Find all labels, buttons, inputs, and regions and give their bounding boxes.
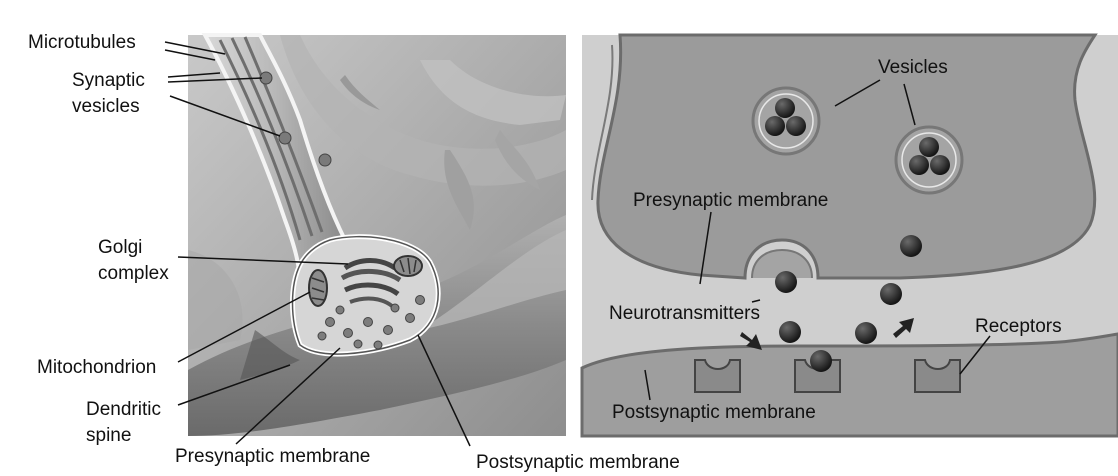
neurotransmitter bbox=[779, 321, 801, 343]
right-panel bbox=[582, 35, 1118, 436]
mitochondrion bbox=[394, 256, 422, 276]
label-dendritic-spine-line1: Dendritic bbox=[86, 399, 161, 421]
label-postsynaptic-membrane-right: Postsynaptic membrane bbox=[612, 402, 816, 424]
vesicle-large bbox=[753, 88, 819, 154]
presynaptic-terminal bbox=[598, 35, 1095, 278]
label-mitochondrion: Mitochondrion bbox=[37, 357, 156, 379]
synaptic-vesicle bbox=[279, 132, 291, 144]
label-golgi-line1: Golgi bbox=[98, 237, 142, 259]
mitochondrion bbox=[309, 270, 327, 306]
neurotransmitter bbox=[855, 322, 877, 344]
neurotransmitter bbox=[775, 271, 797, 293]
label-golgi-line2: complex bbox=[98, 263, 169, 285]
label-postsynaptic-membrane-left: Postsynaptic membrane bbox=[476, 452, 680, 474]
label-presynaptic-membrane-right: Presynaptic membrane bbox=[633, 190, 828, 212]
neurotransmitter bbox=[880, 283, 902, 305]
left-panel bbox=[188, 35, 566, 436]
label-synaptic-vesicles-line1: Synaptic bbox=[72, 70, 145, 92]
label-vesicles: Vesicles bbox=[878, 57, 948, 79]
label-neurotransmitters: Neurotransmitters bbox=[609, 303, 760, 325]
neurotransmitter bbox=[810, 350, 832, 372]
label-presynaptic-membrane-left: Presynaptic membrane bbox=[175, 446, 370, 468]
label-synaptic-vesicles-line2: vesicles bbox=[72, 96, 140, 118]
vesicle-large bbox=[896, 127, 962, 193]
neurotransmitter bbox=[900, 235, 922, 257]
synaptic-vesicle bbox=[319, 154, 331, 166]
label-dendritic-spine-line2: spine bbox=[86, 425, 131, 447]
label-receptors: Receptors bbox=[975, 316, 1062, 338]
label-microtubules: Microtubules bbox=[28, 32, 136, 54]
